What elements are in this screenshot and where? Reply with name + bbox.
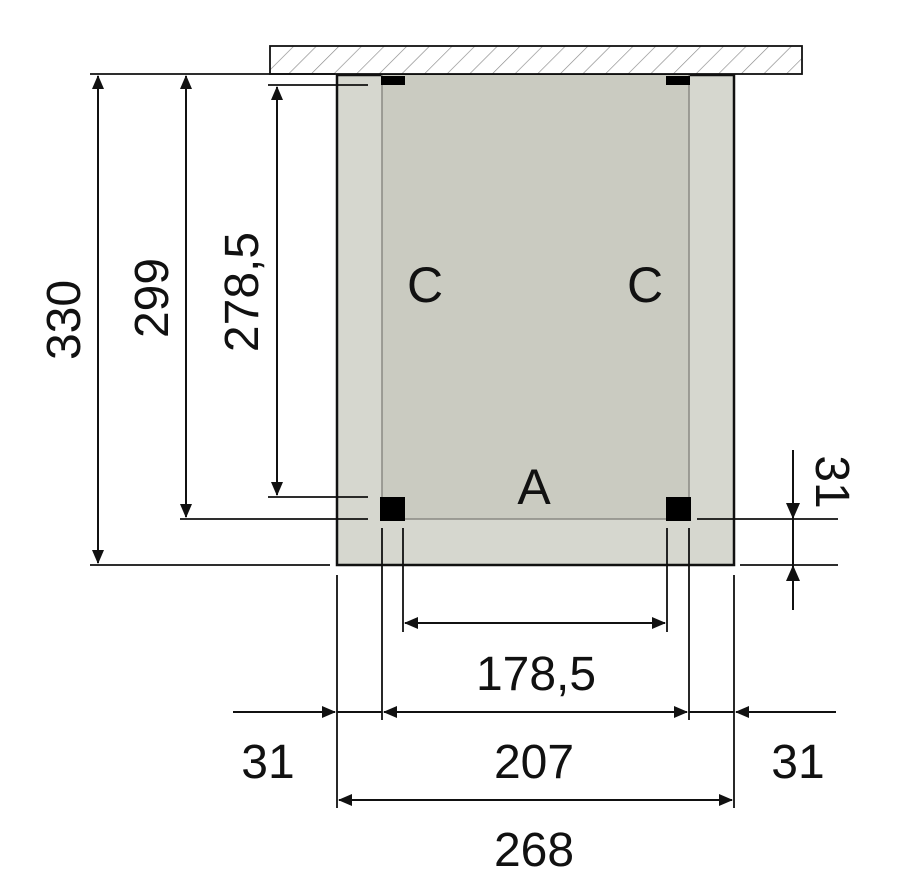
- dim-31-front-label: 31: [805, 455, 858, 508]
- dim-178-label: 178,5: [476, 648, 596, 701]
- zone-label-front: A: [517, 459, 551, 515]
- post-left: [380, 497, 405, 521]
- house-wall: [269, 45, 803, 75]
- wall-bracket-left: [381, 76, 405, 85]
- wall-bracket-right: [666, 76, 690, 85]
- dim-31-right-label: 31: [771, 736, 824, 789]
- dim-278-label: 278,5: [216, 232, 269, 352]
- zone-label-right: C: [627, 257, 663, 313]
- roof-inner-area: [382, 75, 689, 519]
- dim-31-front-arrow-bottom: [786, 565, 800, 581]
- dim-31-left-label: 31: [241, 736, 294, 789]
- dim-207-label: 207: [494, 736, 574, 789]
- dim-299-label: 299: [126, 258, 179, 338]
- dim-268-label: 268: [494, 824, 574, 877]
- dim-330-label: 330: [38, 280, 91, 360]
- zone-label-left: C: [407, 257, 443, 313]
- post-right: [666, 497, 691, 521]
- dim-31-front-arrow-top: [786, 503, 800, 519]
